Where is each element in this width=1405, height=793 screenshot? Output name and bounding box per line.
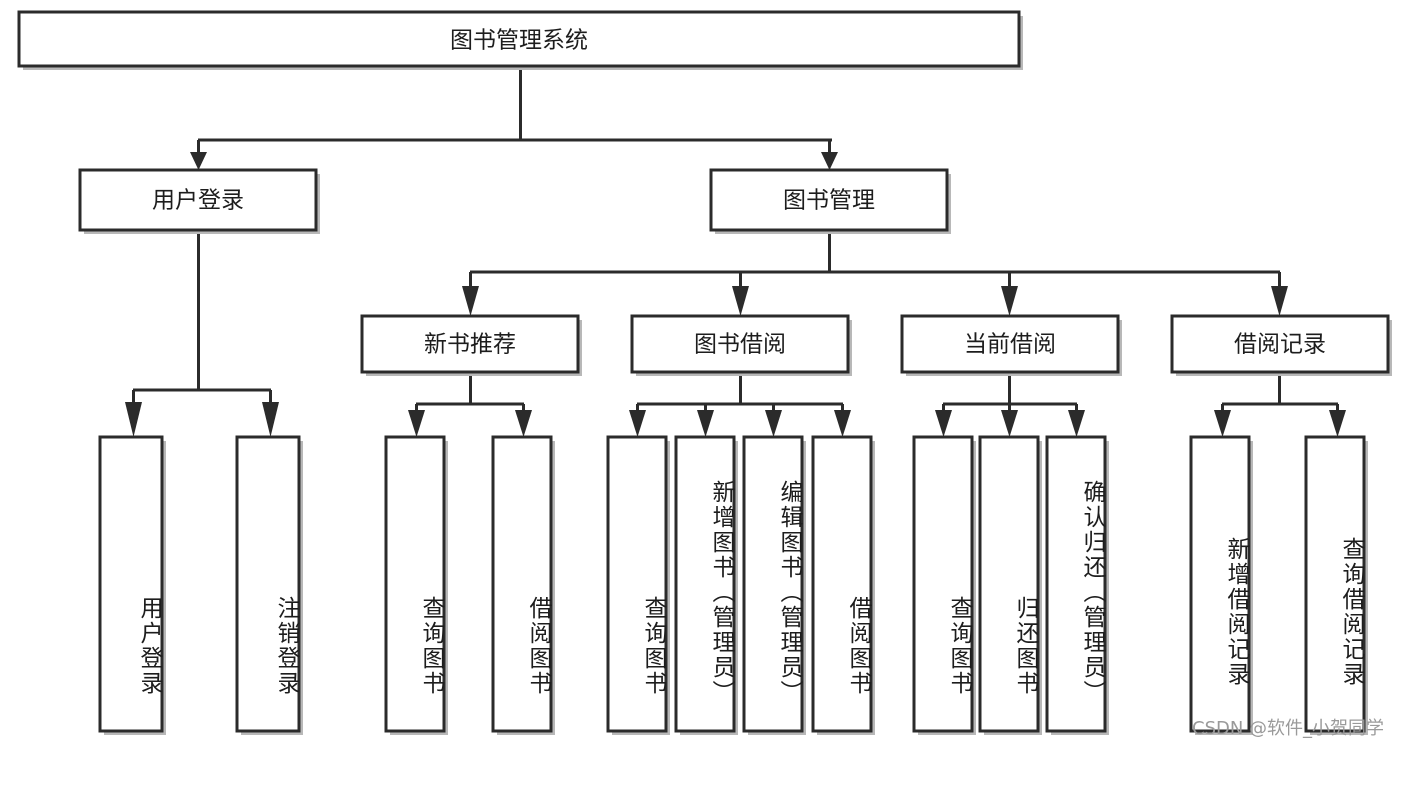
arrow-leaf-user-login <box>125 402 142 437</box>
node-user-login-label: 用户登录 <box>152 188 244 214</box>
node-leaf-logout[interactable] <box>235 435 303 735</box>
arrow-current-borrow <box>1001 286 1018 316</box>
arrow-leaf-add-record <box>1214 410 1231 437</box>
diagram-svg: 图书管理系统 用户登录 图书管理 新书推荐 图书借阅 当前借阅 <box>17 10 1392 735</box>
node-book-borrow[interactable]: 图书借阅 <box>630 314 852 376</box>
node-borrow-record-label: 借阅记录 <box>1234 332 1326 358</box>
node-borrow-record[interactable]: 借阅记录 <box>1170 314 1392 376</box>
node-book-borrow-label: 图书借阅 <box>694 332 786 358</box>
node-leaf-borrow-book-2[interactable] <box>811 435 875 735</box>
arrow-leaf-query-book-1 <box>408 410 425 437</box>
csdn-watermark: CSDN @软件_小贺同学 <box>1192 718 1385 739</box>
node-current-borrow-label: 当前借阅 <box>964 332 1056 358</box>
connector-layer <box>125 68 1346 437</box>
node-leaf-add-book[interactable] <box>674 435 738 735</box>
node-leaf-user-login[interactable] <box>98 435 166 735</box>
arrow-leaf-query-book-2 <box>629 410 646 437</box>
flowchart-canvas: 图书管理系统 用户登录 图书管理 新书推荐 图书借阅 当前借阅 <box>17 10 1392 739</box>
node-book-manage[interactable]: 图书管理 <box>709 168 951 234</box>
arrow-leaf-borrow-book-1 <box>515 410 532 437</box>
arrow-leaf-edit-book <box>765 410 782 437</box>
node-leaf-query-book-3[interactable] <box>912 435 976 735</box>
arrow-leaf-borrow-book-2 <box>834 410 851 437</box>
node-leaf-query-book-1[interactable] <box>384 435 448 735</box>
node-root[interactable]: 图书管理系统 <box>17 10 1023 70</box>
arrow-book-manage <box>821 152 838 170</box>
arrow-leaf-query-record <box>1329 410 1346 437</box>
node-current-borrow[interactable]: 当前借阅 <box>900 314 1122 376</box>
node-leaf-confirm-return[interactable] <box>1045 435 1109 735</box>
arrow-leaf-query-book-3 <box>935 410 952 437</box>
node-user-login[interactable]: 用户登录 <box>78 168 320 234</box>
arrow-leaf-return-book <box>1001 410 1018 437</box>
arrow-book-borrow <box>732 286 749 316</box>
node-new-book-rec-label: 新书推荐 <box>424 332 516 358</box>
arrow-user-login <box>190 152 207 170</box>
arrow-leaf-confirm-return <box>1068 410 1085 437</box>
node-new-book-rec[interactable]: 新书推荐 <box>360 314 582 376</box>
node-leaf-add-record[interactable] <box>1189 435 1253 735</box>
arrow-new-book-rec <box>462 286 479 316</box>
node-leaf-edit-book[interactable] <box>742 435 806 735</box>
node-leaf-query-book-2[interactable] <box>606 435 670 735</box>
arrow-borrow-record <box>1271 286 1288 316</box>
node-book-manage-label: 图书管理 <box>783 188 875 214</box>
node-leaf-borrow-book-1[interactable] <box>491 435 555 735</box>
node-leaf-return-book[interactable] <box>978 435 1042 735</box>
arrow-leaf-add-book <box>697 410 714 437</box>
arrow-leaf-logout <box>262 402 279 437</box>
node-root-label: 图书管理系统 <box>450 28 588 54</box>
node-leaf-query-record[interactable] <box>1304 435 1368 735</box>
